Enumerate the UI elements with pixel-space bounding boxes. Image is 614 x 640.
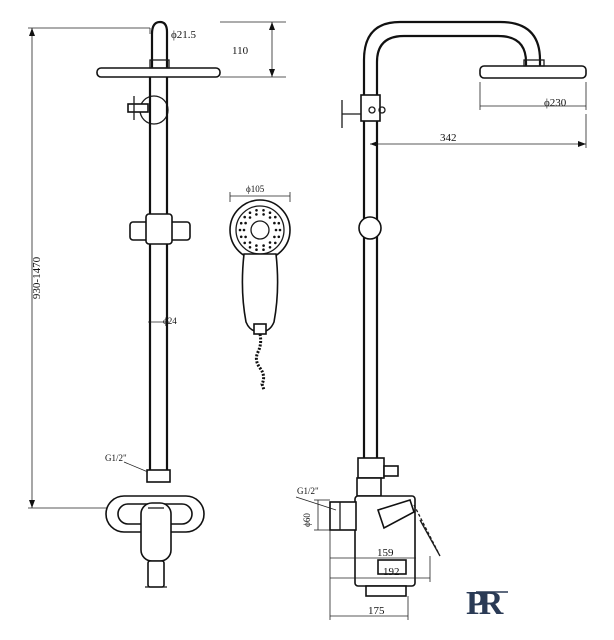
nozzle-dot (262, 209, 265, 212)
nozzle-dot (238, 228, 242, 232)
nozzle-dot (248, 241, 252, 244)
nozzle-dot (268, 241, 272, 244)
rail-diameter-label: ϕ21.5 (171, 29, 197, 41)
nozzle-dot (244, 221, 247, 225)
nozzle-dot (274, 215, 277, 219)
nozzle-dot (244, 235, 247, 239)
nozzle-dot (274, 228, 278, 232)
inlet-left-label: G1/2" (105, 453, 127, 463)
front-view (28, 20, 221, 588)
pipe-diameter-label: ϕ24 (163, 316, 177, 326)
nozzle-dot (239, 221, 243, 225)
body-diameter-label: ϕ60 (302, 513, 312, 527)
hand-shower-view (229, 192, 291, 391)
nozzle-dot (262, 244, 265, 247)
nozzle-dot (268, 211, 272, 214)
nozzle-dot (262, 248, 265, 251)
side-dimensions (295, 82, 587, 620)
nozzle-dot (255, 213, 258, 216)
logo-mark: PR (466, 585, 504, 622)
depth-175-label: 175 (368, 605, 385, 617)
head-height-dimension (220, 21, 286, 78)
nozzle-dot (255, 248, 258, 251)
arm-reach-label: 342 (440, 132, 457, 144)
nozzle-dot (273, 221, 276, 225)
nozzle-dot (243, 241, 246, 245)
nozzle-dot (262, 213, 265, 216)
side-view (329, 20, 587, 597)
nozzle-dot (243, 215, 246, 219)
nozzle-dot (274, 241, 277, 245)
depth-192-label: 192 (383, 566, 400, 578)
nozzle-dot (248, 211, 252, 214)
nozzle-dot (255, 244, 258, 247)
nozzle-dot (277, 235, 281, 239)
nozzle-dot (242, 228, 246, 232)
handshower-diameter-label: ϕ105 (246, 184, 265, 194)
nozzle-dot (273, 235, 276, 239)
nozzle-dot (248, 246, 252, 249)
nozzle-dot (278, 228, 282, 232)
nozzle-dot (277, 221, 281, 225)
nozzle-dot (239, 235, 243, 239)
nozzle-dot (255, 209, 258, 212)
depth-159-label: 159 (377, 547, 394, 559)
inlet-right-label: G1/2" (297, 486, 319, 496)
nozzle-dot (248, 216, 252, 219)
head-diameter-label: ϕ230 (544, 97, 567, 109)
nozzle-dot (268, 216, 272, 219)
brand-logo: PR (466, 585, 512, 622)
height-range-label: 930-1470 (31, 256, 43, 299)
head-height-label: 110 (232, 45, 249, 57)
nozzle-dot (268, 246, 272, 249)
